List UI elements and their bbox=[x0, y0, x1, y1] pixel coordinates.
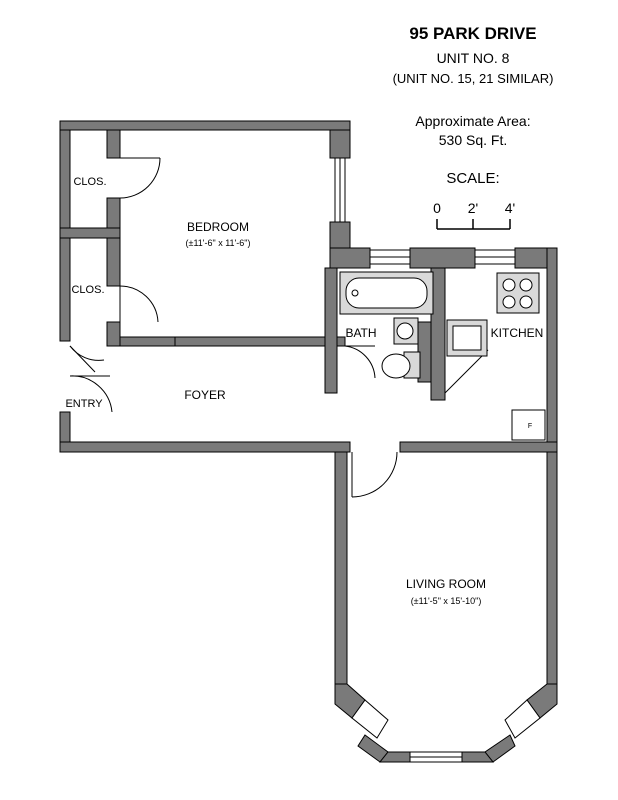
bedroom-label: BEDROOM bbox=[187, 220, 249, 234]
walls bbox=[59, 120, 558, 763]
kitchen-fixtures bbox=[446, 272, 546, 441]
kitchen-label: KITCHEN bbox=[491, 326, 544, 340]
closet-bottom-label: CLOS. bbox=[71, 284, 104, 296]
similar-units-note: (UNIT NO. 15, 21 SIMILAR) bbox=[392, 71, 554, 86]
area-label: Approximate Area: bbox=[415, 113, 531, 129]
foyer-label: FOYER bbox=[184, 388, 226, 402]
scale-tick-0: 0 bbox=[433, 200, 441, 216]
scale-label: SCALE: bbox=[446, 170, 500, 187]
closet-top-label: CLOS. bbox=[73, 176, 106, 188]
door-swings bbox=[69, 157, 489, 498]
unit-number: UNIT NO. 8 bbox=[436, 50, 510, 66]
plan-title: 95 PARK DRIVE bbox=[409, 24, 537, 43]
entry-label: ENTRY bbox=[65, 398, 103, 410]
living-room-label: LIVING ROOM bbox=[406, 577, 486, 591]
bedroom-dimensions: (±11'-6" x 11'-6") bbox=[186, 238, 251, 248]
scale-bar bbox=[436, 219, 511, 230]
area-value: 530 Sq. Ft. bbox=[438, 132, 508, 148]
living-room-dimensions: (±11'-5" x 15'-10") bbox=[411, 596, 482, 606]
scale-tick-2: 2' bbox=[468, 200, 478, 216]
bath-label: BATH bbox=[345, 326, 376, 340]
scale-tick-4: 4' bbox=[505, 200, 515, 216]
windows bbox=[334, 157, 541, 763]
appliance-mark: F bbox=[528, 423, 532, 430]
bath-fixtures bbox=[339, 271, 434, 379]
